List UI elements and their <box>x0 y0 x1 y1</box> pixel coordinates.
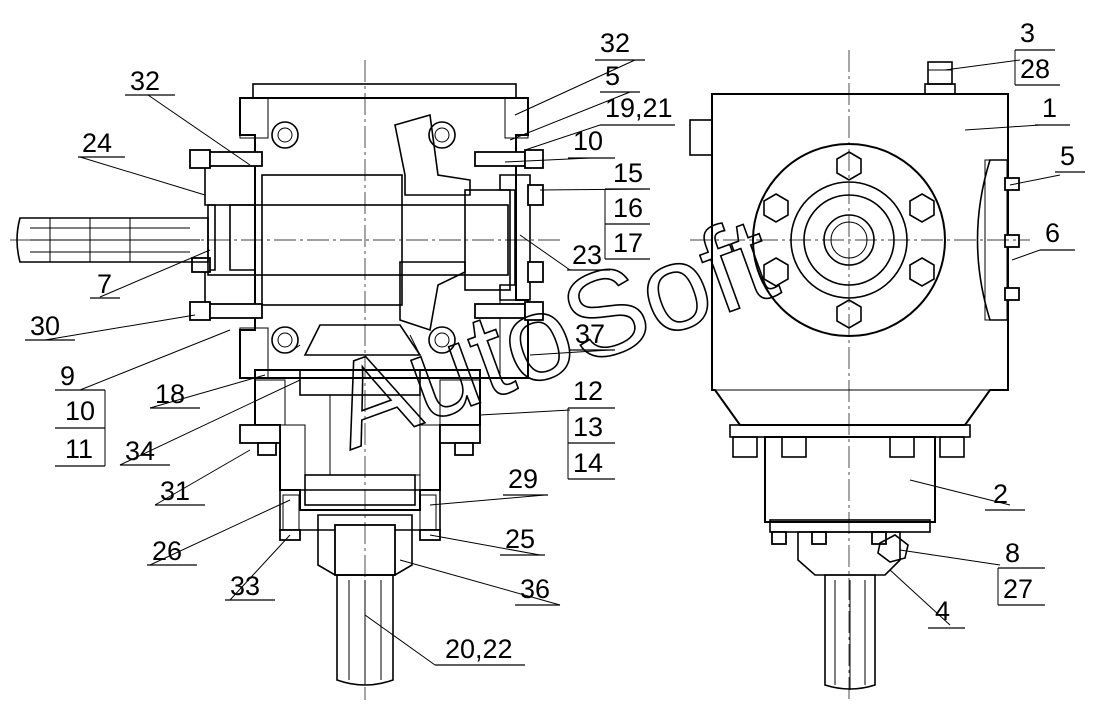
callout-4: 4 <box>935 596 950 626</box>
callout-8: 8 <box>1005 538 1020 568</box>
callout-18: 18 <box>155 379 185 409</box>
callout-7: 7 <box>97 269 112 299</box>
callout-3: 3 <box>1020 18 1035 48</box>
callout-34: 34 <box>125 436 155 466</box>
housing-top-cover <box>252 83 517 99</box>
callout-17: 17 <box>613 228 643 258</box>
callout-16: 16 <box>613 193 643 223</box>
drive-bevel-gear <box>394 113 471 196</box>
callout-32-top: 32 <box>600 28 630 58</box>
callout-33: 33 <box>230 571 260 601</box>
right-bearing-cap <box>499 174 531 301</box>
bottom-cover <box>797 531 901 576</box>
callout-5-top: 5 <box>605 61 620 91</box>
callout-28: 28 <box>1020 54 1050 84</box>
callout-26: 26 <box>152 536 182 566</box>
callout-10-right: 10 <box>573 126 603 156</box>
callout-2: 2 <box>993 479 1008 509</box>
callout-15: 15 <box>613 158 643 188</box>
callout-25: 25 <box>505 524 535 554</box>
callout-36: 36 <box>520 574 550 604</box>
callout-6: 6 <box>1045 218 1060 248</box>
output-shaft-exterior <box>824 574 876 690</box>
callout-5-right: 5 <box>1060 141 1075 171</box>
callout-10-left: 10 <box>65 396 95 426</box>
exterior-view <box>689 50 1030 700</box>
callout-27: 27 <box>1003 574 1033 604</box>
bolt-hole <box>428 121 456 149</box>
callout-32-left: 32 <box>130 66 160 96</box>
bolt-hole <box>271 326 299 354</box>
callout-numbers: 32 24 7 30 9 10 11 18 34 31 26 33 32 5 1… <box>25 18 1085 666</box>
drain-plug <box>877 534 909 563</box>
callout-9: 9 <box>60 361 75 391</box>
section-view <box>10 60 560 700</box>
callout-30: 30 <box>30 311 60 341</box>
callout-1: 1 <box>1042 93 1057 123</box>
callout-14: 14 <box>573 448 603 478</box>
watermark-autosoft: AutoSoft <box>313 191 791 474</box>
left-bearing-cap <box>204 159 256 316</box>
callout-31: 31 <box>160 476 190 506</box>
callout-19-21: 19,21 <box>605 93 673 123</box>
callout-24: 24 <box>82 128 112 158</box>
flange-bolts <box>763 151 935 329</box>
leader-lines <box>44 59 1061 666</box>
bolt-hole <box>428 326 456 354</box>
callout-23: 23 <box>572 240 602 270</box>
lower-housing-exterior <box>764 436 936 523</box>
mounting-bolts <box>732 436 965 458</box>
callout-13: 13 <box>573 412 603 442</box>
bolt-hole <box>271 121 299 149</box>
callout-20-22: 20,22 <box>445 634 513 664</box>
callout-37: 37 <box>575 319 605 349</box>
callout-29: 29 <box>508 464 538 494</box>
callout-11: 11 <box>65 434 93 464</box>
driven-bevel-gear <box>399 261 466 332</box>
breather-plug <box>927 61 953 85</box>
callout-12: 12 <box>573 376 603 406</box>
